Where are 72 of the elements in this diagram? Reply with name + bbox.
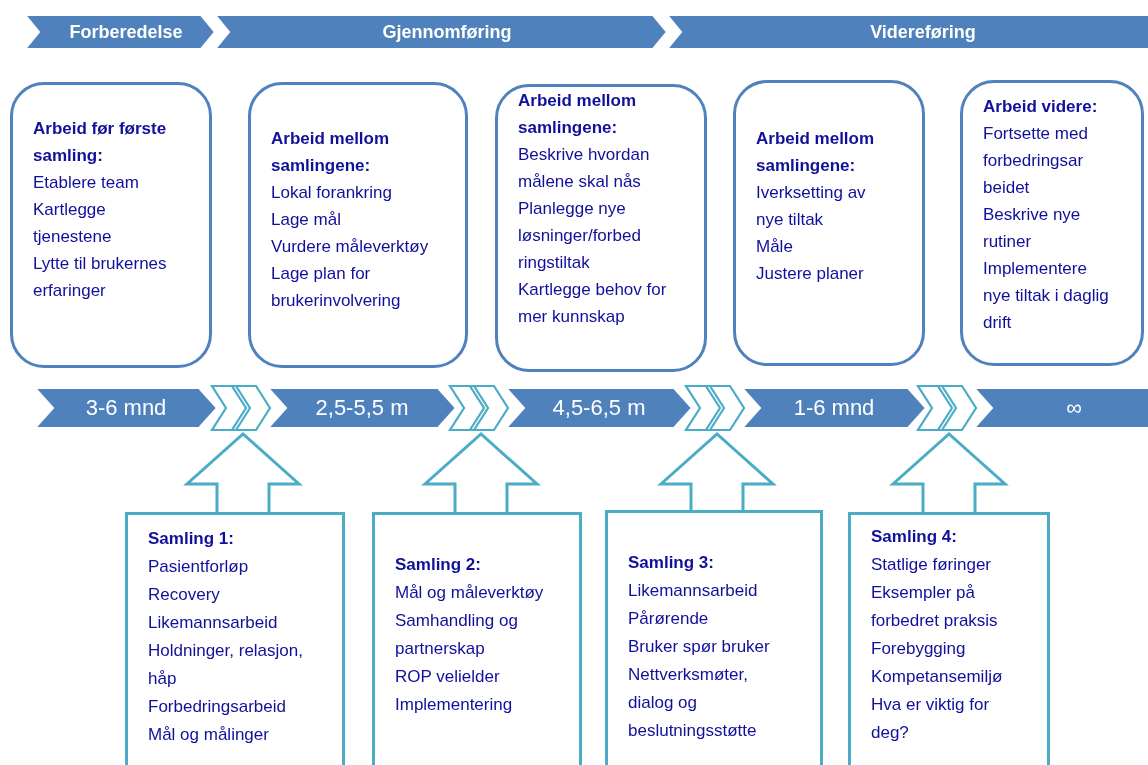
- list-item: Lage plan for brukerinvolvering: [271, 263, 402, 312]
- card-heading: Arbeid før første samling:: [33, 118, 168, 167]
- list-item: Lokal forankring: [271, 182, 393, 204]
- duration-banner: [742, 388, 926, 428]
- list-item: Eksempler på forbedret praksis: [871, 582, 999, 632]
- card-heading: Arbeid mellom samlingene:: [756, 128, 876, 177]
- list-item: Holdninger, relasjon, håp: [148, 640, 304, 690]
- list-item: Samhandling og partnerskap: [395, 610, 519, 660]
- list-item: Lage mål: [271, 209, 342, 231]
- duration-label: 1-6 mnd: [793, 395, 875, 421]
- list-item: Beskrive nye rutiner: [983, 204, 1082, 253]
- list-item: Mål og måleverktøy: [395, 582, 545, 604]
- phase-label: Forberedelse: [69, 21, 183, 43]
- task-card: [10, 82, 212, 368]
- duration-banner: [506, 388, 692, 428]
- step-marker: [686, 386, 748, 430]
- list-item: Pasientforløp: [148, 556, 250, 578]
- step-marker: [212, 386, 274, 430]
- list-item: Vurdere måleverktøy: [271, 236, 430, 258]
- card-heading: Arbeid mellom samlingene:: [518, 90, 638, 139]
- step-marker: [450, 386, 512, 430]
- task-card: [733, 80, 925, 366]
- card-heading: Samling 1:: [148, 528, 235, 550]
- list-item: Planlegge nye løsninger/forbed ringstiltak: [518, 198, 642, 274]
- task-card: [960, 80, 1144, 366]
- card-heading: Arbeid videre:: [983, 96, 1099, 118]
- step-marker: [918, 386, 980, 430]
- list-item: Kartlegge tjenestene: [33, 199, 113, 248]
- session-box: [848, 512, 1050, 765]
- phase-banner: [25, 15, 215, 49]
- duration-banner: [35, 388, 217, 428]
- list-item: Statlige føringer: [871, 554, 992, 576]
- list-item: Kartlegge behov for mer kunnskap: [518, 279, 668, 328]
- phase-label: Videreføring: [870, 21, 976, 43]
- list-item: Lytte til brukernes erfaringer: [33, 253, 168, 302]
- list-item: Etablere team: [33, 172, 140, 194]
- list-item: Beskrive hvordan målene skal nås: [518, 144, 651, 193]
- duration-label: 4,5-6,5 m: [552, 395, 646, 421]
- card-heading: Arbeid mellom samlingene:: [271, 128, 391, 177]
- list-item: ROP velielder: [395, 666, 501, 688]
- duration-label: 3-6 mnd: [85, 395, 167, 421]
- card-heading: Samling 2:: [395, 554, 482, 576]
- list-item: Kompetansemiljø: [871, 666, 1004, 688]
- card-heading: Samling 3:: [628, 552, 715, 574]
- task-card: [495, 84, 707, 372]
- card-heading: Samling 4:: [871, 526, 958, 548]
- list-item: Justere planer: [756, 263, 865, 285]
- list-item: Måle: [756, 236, 794, 258]
- list-item: Implementering: [395, 694, 514, 716]
- list-item: Iverksetting av nye tiltak: [756, 182, 867, 231]
- list-item: Forbedringsarbeid: [148, 696, 287, 718]
- list-item: Hva er viktig for deg?: [871, 694, 991, 744]
- duration-label: ∞: [1066, 395, 1082, 421]
- list-item: Implementere nye tiltak i daglig drift: [983, 258, 1110, 334]
- list-item: Recovery: [148, 584, 221, 606]
- list-item: Pårørende: [628, 608, 710, 630]
- phase-label: Gjennomføring: [382, 21, 512, 43]
- list-item: Likemannsarbeid: [628, 580, 759, 602]
- session-box: [125, 512, 345, 765]
- session-box: [605, 510, 823, 765]
- session-box: [372, 512, 582, 765]
- list-item: Mål og målinger: [148, 724, 270, 746]
- list-item: Forebygging: [871, 638, 967, 660]
- list-item: Bruker spør bruker: [628, 636, 771, 658]
- phase-banner: [667, 15, 1148, 49]
- list-item: Nettverksmøter, dialog og beslutningsstøtte: [628, 664, 758, 742]
- list-item: Likemannsarbeid: [148, 612, 279, 634]
- list-item: Fortsette med forbedringsar beidet: [983, 123, 1089, 199]
- duration-banner: [974, 388, 1148, 428]
- duration-label: 2,5-5,5 m: [315, 395, 409, 421]
- task-card: [248, 82, 468, 368]
- duration-banner: [268, 388, 456, 428]
